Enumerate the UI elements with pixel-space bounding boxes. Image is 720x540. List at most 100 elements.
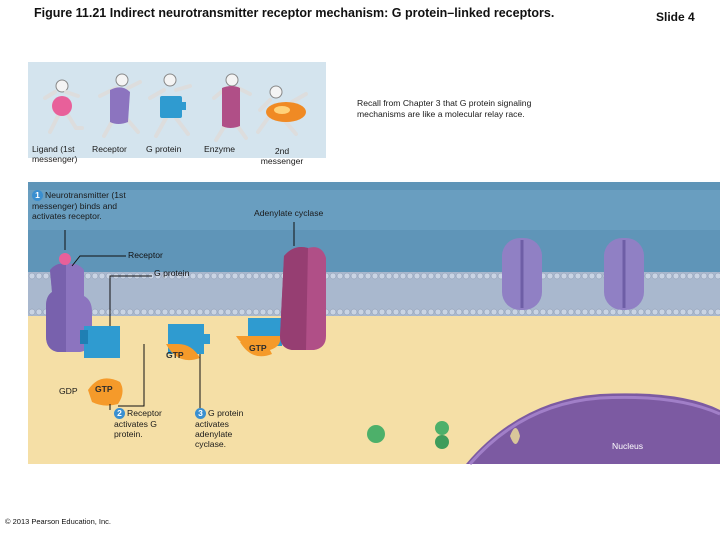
phospholipid-head <box>420 308 428 316</box>
phospholipid-head <box>504 308 512 316</box>
phospholipid-head <box>168 272 176 280</box>
phospholipid-head <box>196 272 204 280</box>
phospholipid-head <box>350 308 358 316</box>
leader-lines <box>64 222 295 410</box>
phospholipid-head <box>707 308 715 316</box>
phospholipid-head <box>399 308 407 316</box>
phospholipid-head <box>413 308 421 316</box>
phospholipid-head <box>392 272 400 280</box>
phospholipid-head <box>434 272 442 280</box>
step-1-text: Neurotransmitter (1st messenger) binds a… <box>32 190 126 221</box>
receptor-protein <box>46 253 92 352</box>
phospholipid-head <box>455 308 463 316</box>
phospholipid-head <box>329 308 337 316</box>
relay-label-ligand: Ligand (1st messenger) <box>32 144 78 164</box>
phospholipid-head <box>329 272 337 280</box>
phospholipid-head <box>196 308 204 316</box>
adenylate-cyclase-label: Adenylate cyclase <box>254 208 324 218</box>
phospholipid-head <box>658 272 666 280</box>
phospholipid-head <box>238 308 246 316</box>
phospholipid-head <box>413 272 421 280</box>
phospholipid-head <box>154 272 162 280</box>
slide-number: Slide 4 <box>656 10 695 24</box>
relay-runner-receptor <box>98 73 142 138</box>
phospholipid-head <box>98 272 106 280</box>
phospholipid-head <box>546 308 554 316</box>
phospholipid-head <box>210 308 218 316</box>
phospholipid-head <box>714 272 720 280</box>
phospholipid-head <box>273 308 281 316</box>
phospholipid-head <box>532 308 540 316</box>
phospholipid-head <box>175 308 183 316</box>
phospholipid-head <box>588 308 596 316</box>
phospholipid-head <box>140 308 148 316</box>
phospholipid-head <box>98 308 106 316</box>
phospholipid-head <box>133 308 141 316</box>
phospholipid-head <box>581 272 589 280</box>
phospholipid-head <box>406 272 414 280</box>
phospholipid-head <box>84 272 92 280</box>
phospholipid-head <box>392 308 400 316</box>
relay-runner-g-protein <box>148 73 192 138</box>
phospholipid-head <box>539 308 547 316</box>
phospholipid-head <box>686 308 694 316</box>
g-protein-at-cyclase <box>236 318 282 357</box>
step-2-badge: 2 <box>114 408 125 419</box>
phospholipid-head <box>651 272 659 280</box>
phospholipid-head <box>546 272 554 280</box>
phospholipid-head <box>441 308 449 316</box>
phospholipid-head <box>357 308 365 316</box>
phospholipid-head <box>588 272 596 280</box>
phospholipid-head <box>161 308 169 316</box>
phospholipid-head <box>231 272 239 280</box>
phospholipid-head <box>259 272 267 280</box>
phospholipid-head <box>399 272 407 280</box>
phospholipid-head <box>343 272 351 280</box>
phospholipid-head <box>217 272 225 280</box>
phospholipid-head <box>630 308 638 316</box>
figure-title: Figure 11.21 Indirect neurotransmitter r… <box>34 6 555 20</box>
nucleus-label: Nucleus <box>612 441 644 451</box>
phospholipid-head <box>28 272 36 280</box>
relay-runner-ligand <box>43 79 84 134</box>
phospholipid-head <box>252 272 260 280</box>
relay-label-receptor: Receptor <box>92 144 127 154</box>
phospholipid-head <box>581 308 589 316</box>
phospholipid-head <box>105 308 113 316</box>
phospholipid-head <box>266 308 274 316</box>
phospholipid-head <box>364 272 372 280</box>
phospholipid-head <box>665 272 673 280</box>
phospholipid-head <box>245 272 253 280</box>
relay-runner-2nd-messenger <box>256 85 308 136</box>
phospholipid-head <box>350 272 358 280</box>
phospholipid-head <box>574 308 582 316</box>
phospholipid-head <box>364 308 372 316</box>
phospholipid-head <box>189 272 197 280</box>
phospholipid-head <box>560 308 568 316</box>
phospholipid-head <box>448 272 456 280</box>
phospholipid-head <box>385 272 393 280</box>
phospholipid-head <box>497 308 505 316</box>
g-protein-label: G protein <box>154 268 190 278</box>
gtp-label-1: GTP <box>166 350 184 360</box>
step-3-text: G protein activates adenylate cyclase. <box>195 408 244 449</box>
phospholipid-head <box>602 308 610 316</box>
phospholipid-head <box>686 272 694 280</box>
phospholipid-head <box>707 272 715 280</box>
phospholipid-head <box>189 308 197 316</box>
phospholipid-head <box>420 272 428 280</box>
phospholipid-head <box>35 272 43 280</box>
phospholipid-head <box>112 308 120 316</box>
phospholipid-head <box>182 272 190 280</box>
phospholipid-head <box>567 272 575 280</box>
phospholipid-head <box>245 308 253 316</box>
phospholipid-head <box>378 272 386 280</box>
gtp-label-2: GTP <box>249 343 267 353</box>
step-2-text: Receptor activates G protein. <box>114 408 162 439</box>
vesicle <box>435 421 449 435</box>
phospholipid-head <box>126 308 134 316</box>
phospholipid-head <box>91 272 99 280</box>
phospholipid-head <box>469 308 477 316</box>
phospholipid-head <box>336 272 344 280</box>
